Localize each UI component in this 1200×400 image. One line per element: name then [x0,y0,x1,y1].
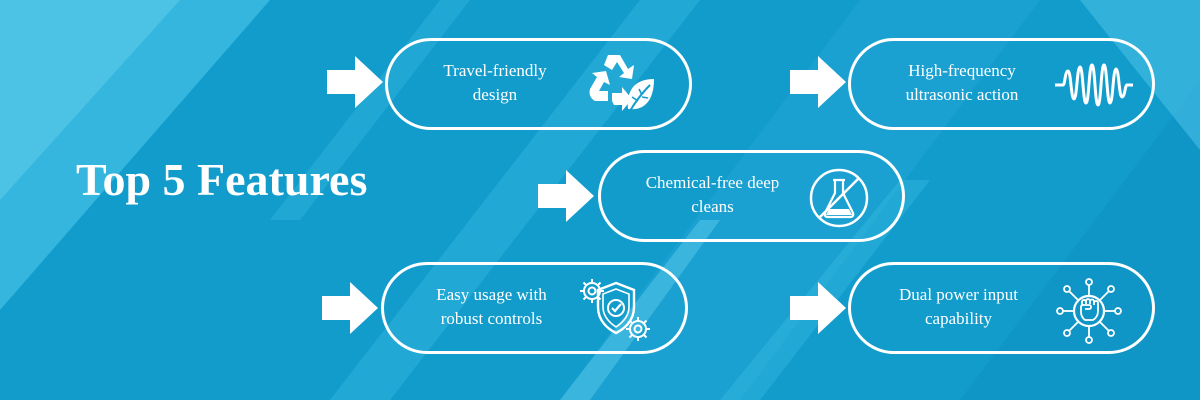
sound-wave-icon [1055,63,1133,107]
feature-pill-high-frequency: High-frequency ultrasonic action [848,38,1155,130]
arrow-right-icon [790,282,846,334]
arrow-right-icon [790,56,846,108]
feature-line: Travel-friendly [443,61,547,80]
fist-network-icon [1056,278,1122,344]
feature-line: Easy usage with [436,285,547,304]
feature-pill-dual-power: Dual power input capability [848,262,1155,354]
feature-line: Chemical-free deep [645,173,780,192]
feature-line: Dual power input [899,285,1018,304]
feature-line: High-frequency [908,61,1016,80]
arrow-right-icon [322,282,378,334]
feature-line: design [472,85,518,104]
feature-pill-chemical-free: Chemical-free deep cleans [598,150,905,242]
no-chemical-flask-icon [809,168,869,228]
feature-line: robust controls [440,309,543,328]
shield-gears-icon [580,279,650,341]
recycle-leaf-icon [589,55,654,112]
arrow-right-icon [538,170,594,222]
feature-line: ultrasonic action [905,85,1019,104]
feature-line: cleans [691,197,734,216]
feature-pill-travel-friendly: Travel-friendly design [385,38,692,130]
feature-pill-easy-usage: Easy usage with robust controls [381,262,688,354]
feature-line: capability [924,309,993,328]
arrow-right-icon [327,56,383,108]
page-title: Top 5 Features [76,154,368,205]
